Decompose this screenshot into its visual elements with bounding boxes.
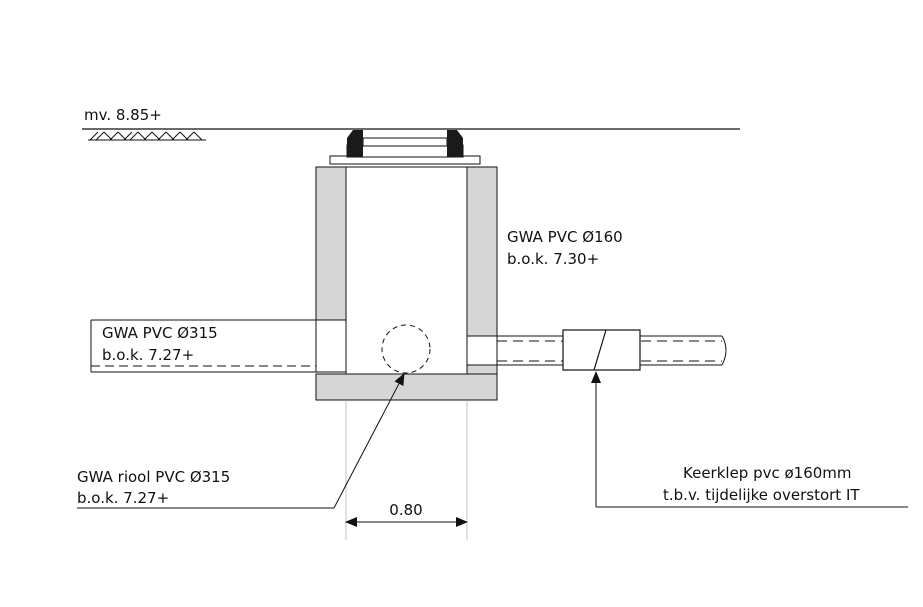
pipe-right-end — [721, 335, 727, 366]
cover-ring-inner — [362, 137, 448, 147]
ground-level: mv. 8.85+ — [82, 106, 740, 141]
check-valve-body — [562, 329, 641, 371]
shaft-wall-right — [466, 166, 498, 337]
ground-hatch-symbol — [88, 131, 206, 141]
pipe-right — [466, 329, 727, 371]
inlet-pipe-left-label-line2: b.o.k. 7.27+ — [102, 346, 194, 364]
inlet-pipe-left-label-line1: GWA PVC Ø315 — [102, 324, 218, 342]
inlet-pipe-left: GWA PVC Ø315 b.o.k. 7.27+ — [90, 319, 347, 373]
dimension-label: 0.80 — [389, 501, 422, 519]
cover-ring — [346, 144, 464, 158]
inlet-pipe-right-annotation: GWA PVC Ø160 b.o.k. 7.30+ — [507, 228, 623, 268]
inlet-pipe-right-label-line1: GWA PVC Ø160 — [507, 228, 623, 246]
gasket-left — [347, 130, 363, 157]
check-valve-label-line1: Keerklep pvc ø160mm — [683, 464, 852, 482]
pipe-right-opening — [466, 335, 498, 366]
outlet-pipe-label-line2: b.o.k. 7.27+ — [77, 489, 169, 507]
outlet-pipe-label-line1: GWA riool PVC Ø315 — [77, 468, 230, 486]
outlet-pipe-circle — [381, 324, 431, 374]
shaft-floor — [315, 373, 498, 401]
pipe-left-label-mask — [98, 322, 246, 364]
check-valve-annotation: Keerklep pvc ø160mm t.b.v. tijdelijke ov… — [591, 371, 908, 508]
gasket-right — [447, 130, 463, 157]
shaft-wall-left — [315, 166, 347, 321]
outlet-leader-line — [333, 373, 405, 509]
pipe-left-opening — [315, 319, 347, 373]
width-dimension: 0.80 — [345, 501, 468, 527]
ground-level-label: mv. 8.85+ — [84, 106, 162, 124]
shaft-wall-right-lower — [466, 364, 498, 375]
manhole-cover — [329, 130, 481, 165]
outlet-pipe-annotation: GWA riool PVC Ø315 b.o.k. 7.27+ — [77, 373, 405, 509]
inlet-pipe-right-label-line2: b.o.k. 7.30+ — [507, 250, 599, 268]
manhole-shaft — [315, 166, 498, 401]
check-valve-label-line2: t.b.v. tijdelijke overstort IT — [663, 486, 860, 504]
check-valve-flap — [593, 329, 607, 371]
